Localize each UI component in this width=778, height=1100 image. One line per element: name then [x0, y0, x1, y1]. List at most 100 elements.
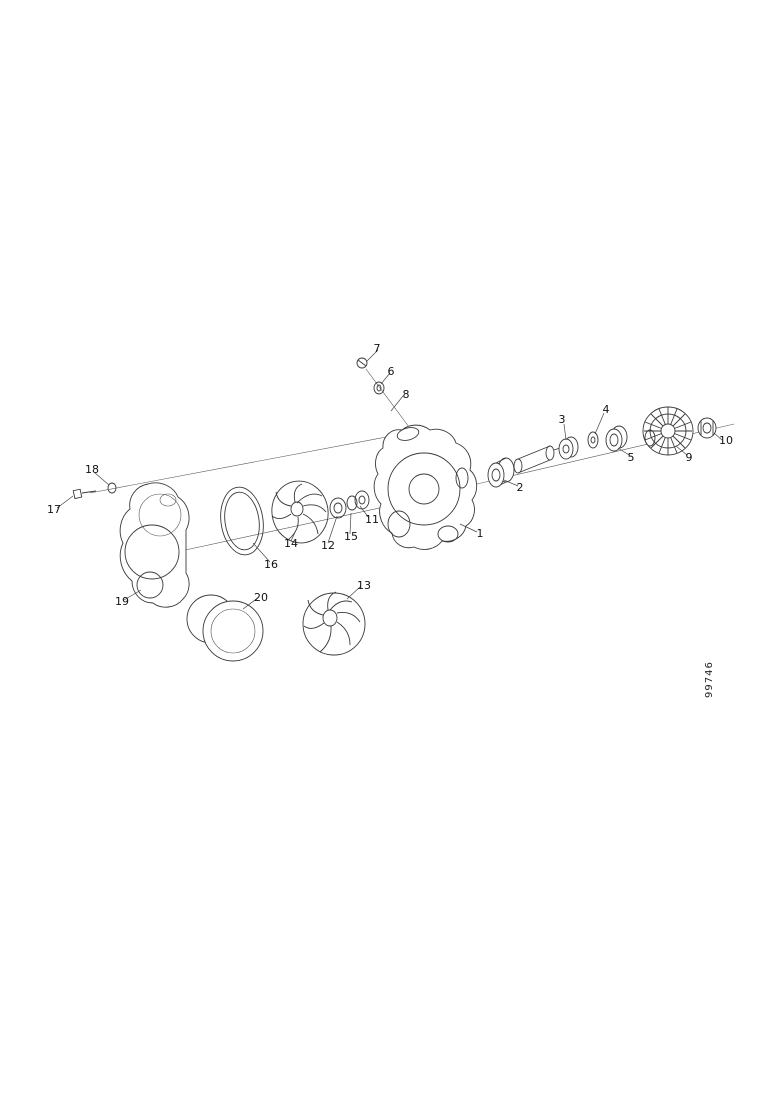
- spacer-bore: [590, 436, 596, 444]
- shaft-front-collar: [513, 458, 523, 474]
- impeller-front-part: [271, 480, 329, 544]
- callout-1: 1: [477, 527, 484, 540]
- collar-part: [558, 436, 579, 460]
- turbine-nose: [644, 429, 656, 447]
- backplate-recess: [138, 493, 182, 537]
- bearing-front-face: [487, 462, 505, 488]
- bearing-bore: [491, 468, 501, 482]
- shaft-part: [513, 445, 567, 474]
- collar-front-face: [558, 438, 574, 460]
- leader-1: [459, 523, 478, 533]
- impeller-rear-part: [302, 591, 366, 656]
- seal-cartridge-bore: [358, 495, 366, 505]
- slinger-bore: [333, 502, 343, 514]
- leader-5: [617, 447, 630, 456]
- leader-10: [713, 432, 723, 441]
- callout-labels: 7 6 8 4 3 5 9 10 2 1 11 15 12 14 16 18 1…: [47, 342, 733, 608]
- impeller-front-blade-2: [302, 504, 327, 513]
- callout-2: 2: [517, 481, 524, 494]
- screw-part: [356, 357, 368, 369]
- turbine-wheel-part: [642, 406, 694, 456]
- seal-ring-part: [605, 425, 628, 452]
- pin-part: [107, 482, 117, 494]
- impeller-rear-blade-3: [336, 621, 351, 646]
- callout-5: 5: [628, 451, 635, 464]
- callout-10: 10: [719, 434, 733, 447]
- bolt-head: [72, 488, 83, 500]
- impeller-rear-blade-1: [329, 600, 353, 611]
- impeller-front-blade-7: [293, 483, 303, 503]
- screw-axis-line: [365, 368, 410, 428]
- backplate-part: [119, 482, 190, 608]
- leader-8: [390, 395, 404, 412]
- leader-4: [594, 412, 605, 435]
- callout-12: 12: [321, 539, 335, 552]
- leader-13: [346, 585, 362, 600]
- callout-8: 8: [403, 388, 410, 401]
- leader-20: [242, 596, 260, 610]
- callout-13: 13: [357, 579, 371, 592]
- bearing-top-edge: [495, 457, 507, 464]
- callout-18: 18: [85, 463, 99, 476]
- callout-20: 20: [254, 591, 268, 604]
- leader-12: [327, 515, 338, 544]
- leader-6: [380, 372, 391, 385]
- impeller-front-blade-1: [296, 493, 323, 504]
- nut-part: [697, 417, 717, 439]
- impeller-rear-blade-6: [307, 599, 324, 616]
- slinger-ring: [329, 497, 347, 519]
- leader-lines: [56, 349, 723, 610]
- impeller-front-hub: [290, 501, 304, 517]
- gasket-part: [220, 486, 264, 556]
- seal-ring-front: [605, 428, 623, 452]
- seal-cartridge: [354, 490, 370, 510]
- collar-bore: [562, 444, 570, 454]
- leader-14: [290, 525, 299, 542]
- impeller-rear-blade-7: [327, 591, 337, 611]
- callout-14: 14: [284, 537, 298, 550]
- cover-part: [186, 594, 264, 662]
- washer-inner: [376, 384, 382, 392]
- callout-6: 6: [388, 365, 395, 378]
- bolt-shank: [81, 490, 97, 494]
- washer-part: [373, 381, 385, 395]
- callout-3: 3: [559, 413, 566, 426]
- cover-recess: [210, 608, 256, 654]
- housing-bore-inner: [408, 473, 440, 505]
- backplate-boss: [136, 571, 164, 599]
- leader-3: [563, 423, 567, 441]
- backplate-lug: [159, 493, 177, 507]
- impeller-front-rim: [271, 480, 329, 544]
- nut-bore: [702, 422, 712, 434]
- leader-16: [252, 542, 271, 563]
- shaft-top-line: [517, 445, 551, 460]
- seal-ring-bore: [609, 433, 619, 447]
- housing-bore-outer: [387, 452, 461, 526]
- impeller-rear-blade-5: [303, 622, 325, 629]
- impeller-rear-blade-4: [319, 625, 332, 653]
- housing-inlet-boss: [396, 427, 420, 441]
- backplate-outline: [119, 482, 190, 608]
- bearing-part: [487, 457, 515, 488]
- housing-flange-left: [387, 510, 411, 538]
- leader-19: [123, 589, 142, 601]
- housing-shaft-boss: [455, 467, 469, 489]
- leader-11: [359, 505, 370, 519]
- turbine-hub: [660, 423, 676, 439]
- housing-flange-right: [437, 525, 459, 543]
- leader-7: [366, 349, 379, 362]
- housing-outline: [373, 424, 478, 550]
- seal-washer: [346, 495, 358, 511]
- backplate-bore: [124, 524, 180, 580]
- callout-7: 7: [374, 342, 381, 355]
- callout-4: 4: [603, 403, 610, 416]
- housing-part: [373, 424, 478, 550]
- leader-18: [94, 472, 110, 486]
- gasket-inner: [224, 491, 260, 551]
- leader-2: [503, 479, 519, 487]
- impeller-rear-blade-2: [336, 611, 361, 623]
- washer-outer: [373, 381, 385, 395]
- callout-9: 9: [686, 451, 693, 464]
